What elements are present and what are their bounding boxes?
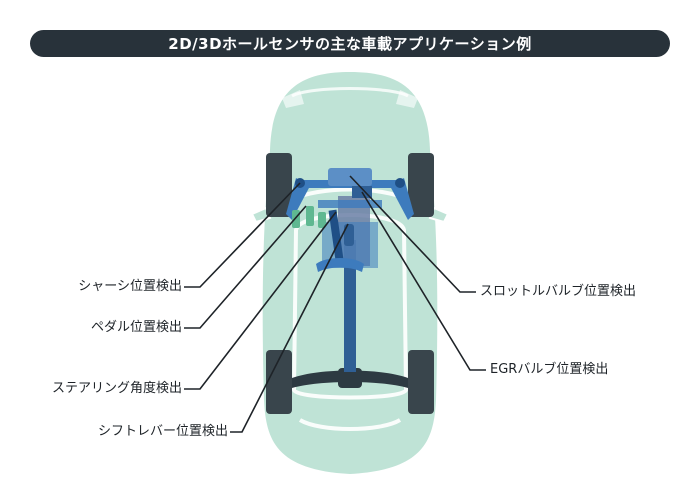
- leader-egr: [361, 191, 486, 371]
- front-subframe: [318, 200, 382, 208]
- headlight-right: [396, 90, 418, 108]
- shift-lever: [344, 224, 354, 246]
- drive-shaft: [344, 240, 356, 372]
- leader-lines: [184, 175, 486, 433]
- pedal-2: [306, 206, 314, 226]
- suspension-arm-left: [286, 178, 310, 220]
- leader-chassis: [184, 182, 301, 288]
- chassis-sensor-right: [395, 178, 405, 188]
- leader-pedal: [184, 205, 307, 329]
- suspension-arm-right: [390, 178, 414, 220]
- leader-shift: [230, 223, 349, 433]
- tire-front-right: [408, 153, 434, 217]
- differential: [338, 368, 362, 388]
- diagram-title: 2D/3Dホールセンサの主な車載アプリケーション例: [30, 30, 670, 57]
- headlight-left: [282, 90, 304, 108]
- tire-rear-right: [408, 350, 434, 414]
- label-egr: EGRバルブ位置検出: [490, 362, 609, 377]
- leader-steering: [184, 211, 337, 390]
- label-pedal: ペダル位置検出: [90, 320, 182, 335]
- tire-rear-left: [266, 350, 292, 414]
- pedal-3: [318, 212, 326, 228]
- leader-throttle: [349, 175, 476, 293]
- pedal-1: [292, 210, 300, 228]
- label-steering: ステアリング角度検出: [51, 381, 182, 396]
- steering-column: [328, 209, 344, 261]
- rear-window: [298, 418, 402, 431]
- label-throttle: スロットルバルブ位置検出: [480, 284, 637, 299]
- tire-front-left: [266, 153, 292, 217]
- label-chassis: シャーシ位置検出: [78, 279, 182, 294]
- label-shift: シフトレバー位置検出: [97, 424, 228, 439]
